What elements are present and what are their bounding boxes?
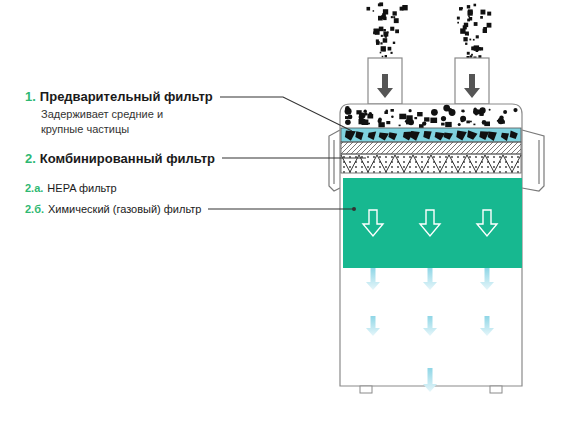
chemical-filter <box>343 178 522 268</box>
callout-number: 2. <box>25 151 36 166</box>
leader-dot <box>352 207 356 211</box>
leader-line <box>222 157 366 158</box>
housing-foot <box>360 386 372 393</box>
part-note: Задерживает средние и крупные частицы <box>41 107 191 137</box>
collected-particles <box>345 105 518 128</box>
clean-air-arrow <box>366 268 494 392</box>
hepa-pleats <box>341 155 521 172</box>
part-name: Комбинированный фильтр <box>40 151 215 166</box>
part-name: Химический (газовый) фильтр <box>48 203 201 215</box>
leader-line <box>208 208 354 209</box>
callout-number: 2.а. <box>25 182 43 194</box>
part-name: Предварительный фильтр <box>40 89 213 104</box>
part-name: HEPA фильтр <box>47 182 116 194</box>
prefilter-layer <box>341 128 521 142</box>
hepa-pleats-ground <box>341 154 521 173</box>
inlet-duct <box>368 58 489 104</box>
airflow-arrow <box>363 210 497 236</box>
prefilter-debris <box>345 130 518 141</box>
purifier-housing <box>340 104 522 386</box>
particle-cloud <box>367 2 492 98</box>
callout-number: 1. <box>25 89 36 104</box>
leader-line <box>220 97 352 131</box>
housing-foot <box>490 386 502 393</box>
filter-mesh <box>341 142 521 154</box>
callout-number: 2.б. <box>25 203 44 215</box>
